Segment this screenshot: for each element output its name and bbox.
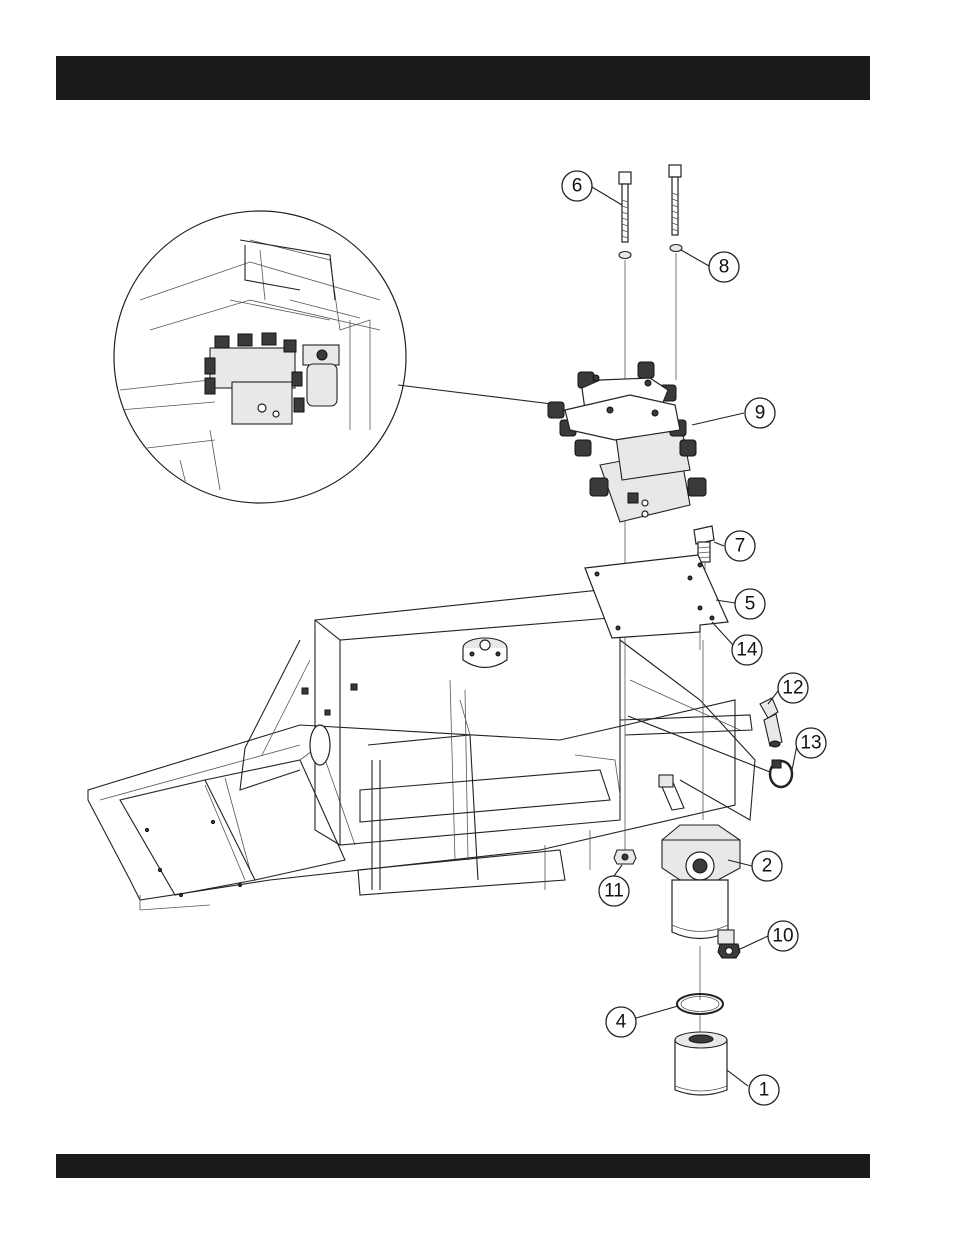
svg-text:5: 5 xyxy=(745,594,756,615)
svg-text:12: 12 xyxy=(782,678,803,699)
mounting-plate-14 xyxy=(585,555,728,638)
callout-11: 11 xyxy=(599,876,629,906)
svg-text:6: 6 xyxy=(572,176,583,197)
callout-5: 5 xyxy=(735,589,765,619)
fitting-12 xyxy=(760,698,782,747)
nut-11 xyxy=(614,850,636,864)
svg-text:10: 10 xyxy=(772,926,793,947)
valve-block-9 xyxy=(548,362,706,522)
filter-housing-2 xyxy=(662,825,740,1000)
svg-text:7: 7 xyxy=(735,536,746,557)
callout-6: 6 xyxy=(562,171,592,201)
callout-2: 2 xyxy=(752,851,782,881)
svg-text:1: 1 xyxy=(759,1080,770,1101)
svg-text:9: 9 xyxy=(755,403,766,424)
svg-text:8: 8 xyxy=(719,257,730,278)
clamp-13 xyxy=(770,760,792,787)
svg-text:11: 11 xyxy=(604,881,624,902)
callout-12: 12 xyxy=(778,673,808,703)
svg-text:4: 4 xyxy=(616,1012,627,1033)
fitting-10 xyxy=(718,930,740,958)
tank-frame-assembly xyxy=(88,590,755,910)
svg-text:14: 14 xyxy=(736,640,758,661)
callout-7: 7 xyxy=(725,531,755,561)
callout-10: 10 xyxy=(768,921,798,951)
svg-text:13: 13 xyxy=(800,733,821,754)
callout-14: 14 xyxy=(732,635,762,665)
filter-element-1 xyxy=(675,1014,727,1095)
inset-leader-line xyxy=(398,385,560,405)
detail-inset xyxy=(114,211,560,503)
callout-13: 13 xyxy=(796,728,826,758)
callout-9: 9 xyxy=(745,398,775,428)
callout-4: 4 xyxy=(606,1007,636,1037)
svg-text:2: 2 xyxy=(762,856,773,877)
callout-1: 1 xyxy=(749,1075,779,1105)
callout-8: 8 xyxy=(709,252,739,282)
